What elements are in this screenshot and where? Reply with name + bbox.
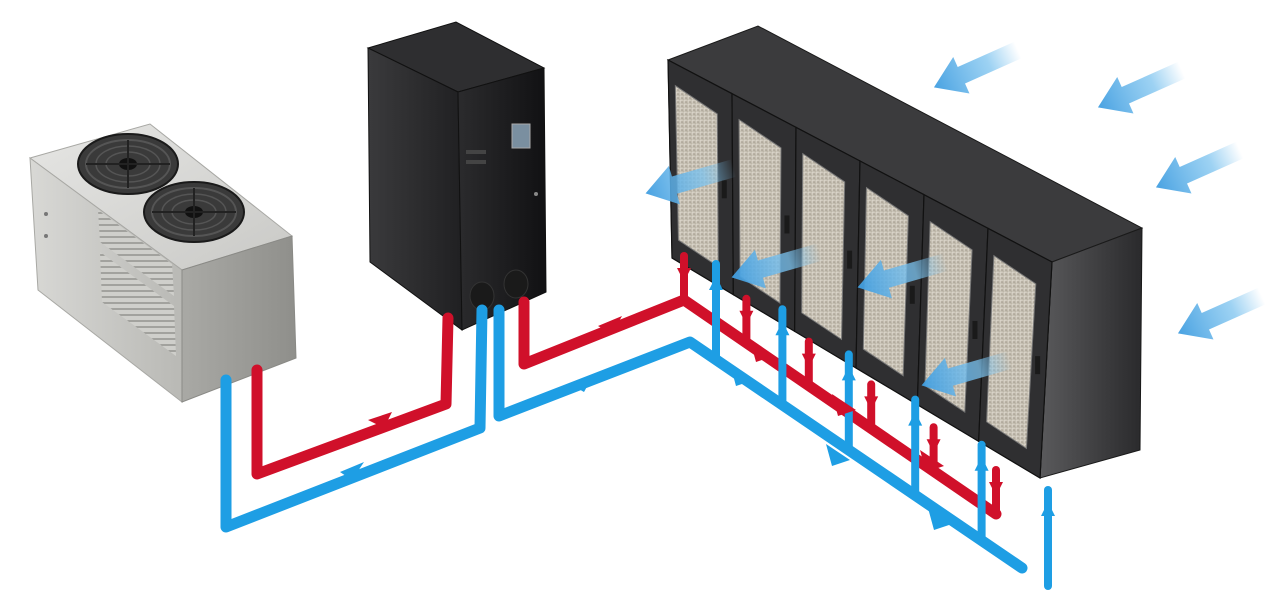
rack-branch-pipes: [677, 252, 1055, 590]
airflow-arrow-icon: [857, 253, 949, 299]
rack-door-mesh: [986, 254, 1037, 450]
flow-arrow-icon: [974, 456, 989, 471]
fan-icon: [143, 181, 245, 243]
airflow-arrow-icon: [1177, 287, 1266, 340]
flow-arrow-icon: [750, 340, 774, 362]
flow-arrow-icon: [340, 462, 364, 480]
airflow-arrows: [645, 41, 1266, 397]
airflow-arrow-icon: [933, 41, 1022, 94]
condenser-unit-icon: [28, 123, 297, 404]
airflow-arrow-icon: [645, 159, 737, 205]
flow-arrow-icon: [908, 411, 923, 426]
rack-handle-icon: [721, 180, 727, 199]
airflow-arrow-icon: [1097, 61, 1186, 114]
server-rack: [731, 92, 797, 333]
server-rack: [978, 227, 1053, 480]
cooling-unit-cabinet-icon: [366, 21, 547, 332]
airflow-arrow-icon: [1155, 141, 1244, 194]
flow-arrow-icon: [928, 508, 952, 530]
rack-handle-icon: [847, 250, 853, 269]
flow-arrow-icon: [1041, 502, 1055, 516]
flow-arrow-icon: [368, 412, 392, 428]
rack-handle-icon: [909, 285, 915, 304]
flow-arrow-icon: [826, 444, 850, 466]
airflow-arrow-icon: [731, 243, 823, 289]
server-rack: [794, 126, 861, 370]
rack-handle-icon: [784, 215, 790, 234]
flow-arrow-icon: [832, 394, 856, 416]
rack-handle-icon: [972, 320, 978, 339]
display-panel-icon: [511, 123, 531, 149]
server-rack: [916, 193, 989, 443]
flow-arrow-icon: [739, 310, 754, 325]
flow-arrow-icon: [570, 374, 594, 392]
airflow-arrow-icon: [921, 351, 1013, 397]
flow-arrow-icon: [598, 316, 622, 334]
server-rack-row-icon: [666, 25, 1144, 480]
flow-arrow-icon: [775, 321, 790, 336]
rack-handle-icon: [1035, 356, 1041, 375]
flow-arrow-icon: [864, 396, 879, 411]
flow-arrow-icon: [801, 353, 816, 368]
flow-arrow-icon: [841, 366, 856, 381]
flow-arrow-icon: [709, 276, 723, 290]
flow-arrow-icon: [920, 450, 944, 472]
flow-arrow-icon: [677, 268, 691, 282]
flow-arrow-icon: [926, 439, 941, 454]
fan-icon: [77, 133, 179, 195]
flow-arrow-icon: [730, 364, 754, 386]
flow-arrow-icon: [989, 482, 1003, 496]
